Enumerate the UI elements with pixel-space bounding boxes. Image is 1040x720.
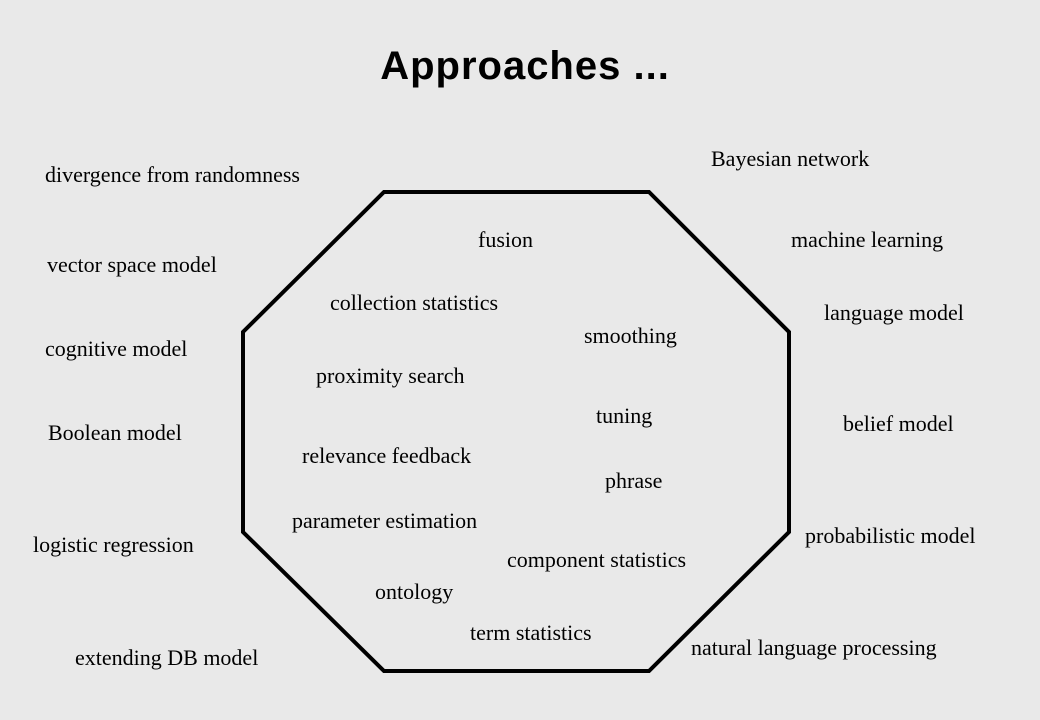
approach-cognitive-model: cognitive model [45,336,188,361]
approach-probabilistic-model: probabilistic model [805,523,976,548]
approach-logistic-regression: logistic regression [33,532,194,557]
technique-ontology: ontology [375,579,454,604]
technique-smoothing: smoothing [584,323,677,348]
approach-language-model: language model [824,300,964,325]
technique-fusion: fusion [478,227,533,252]
approach-natural-language-processing: natural language processing [691,635,937,660]
approach-extending-db-model: extending DB model [75,645,259,670]
technique-term-statistics: term statistics [470,620,592,645]
technique-component-statistics: component statistics [507,547,687,572]
approach-belief-model: belief model [843,411,954,436]
approach-vector-space-model: vector space model [47,252,217,277]
technique-tuning: tuning [596,403,653,428]
page-title: Approaches ... [380,44,670,88]
technique-collection-statistics: collection statistics [330,290,499,315]
approach-bayesian-network: Bayesian network [711,146,870,171]
technique-phrase: phrase [605,468,663,493]
approach-divergence-from-randomness: divergence from randomness [45,162,300,187]
approach-machine-learning: machine learning [791,227,944,252]
approach-boolean-model: Boolean model [48,420,182,445]
technique-proximity-search: proximity search [316,363,465,388]
technique-relevance-feedback: relevance feedback [302,443,472,468]
technique-parameter-estimation: parameter estimation [292,508,478,533]
